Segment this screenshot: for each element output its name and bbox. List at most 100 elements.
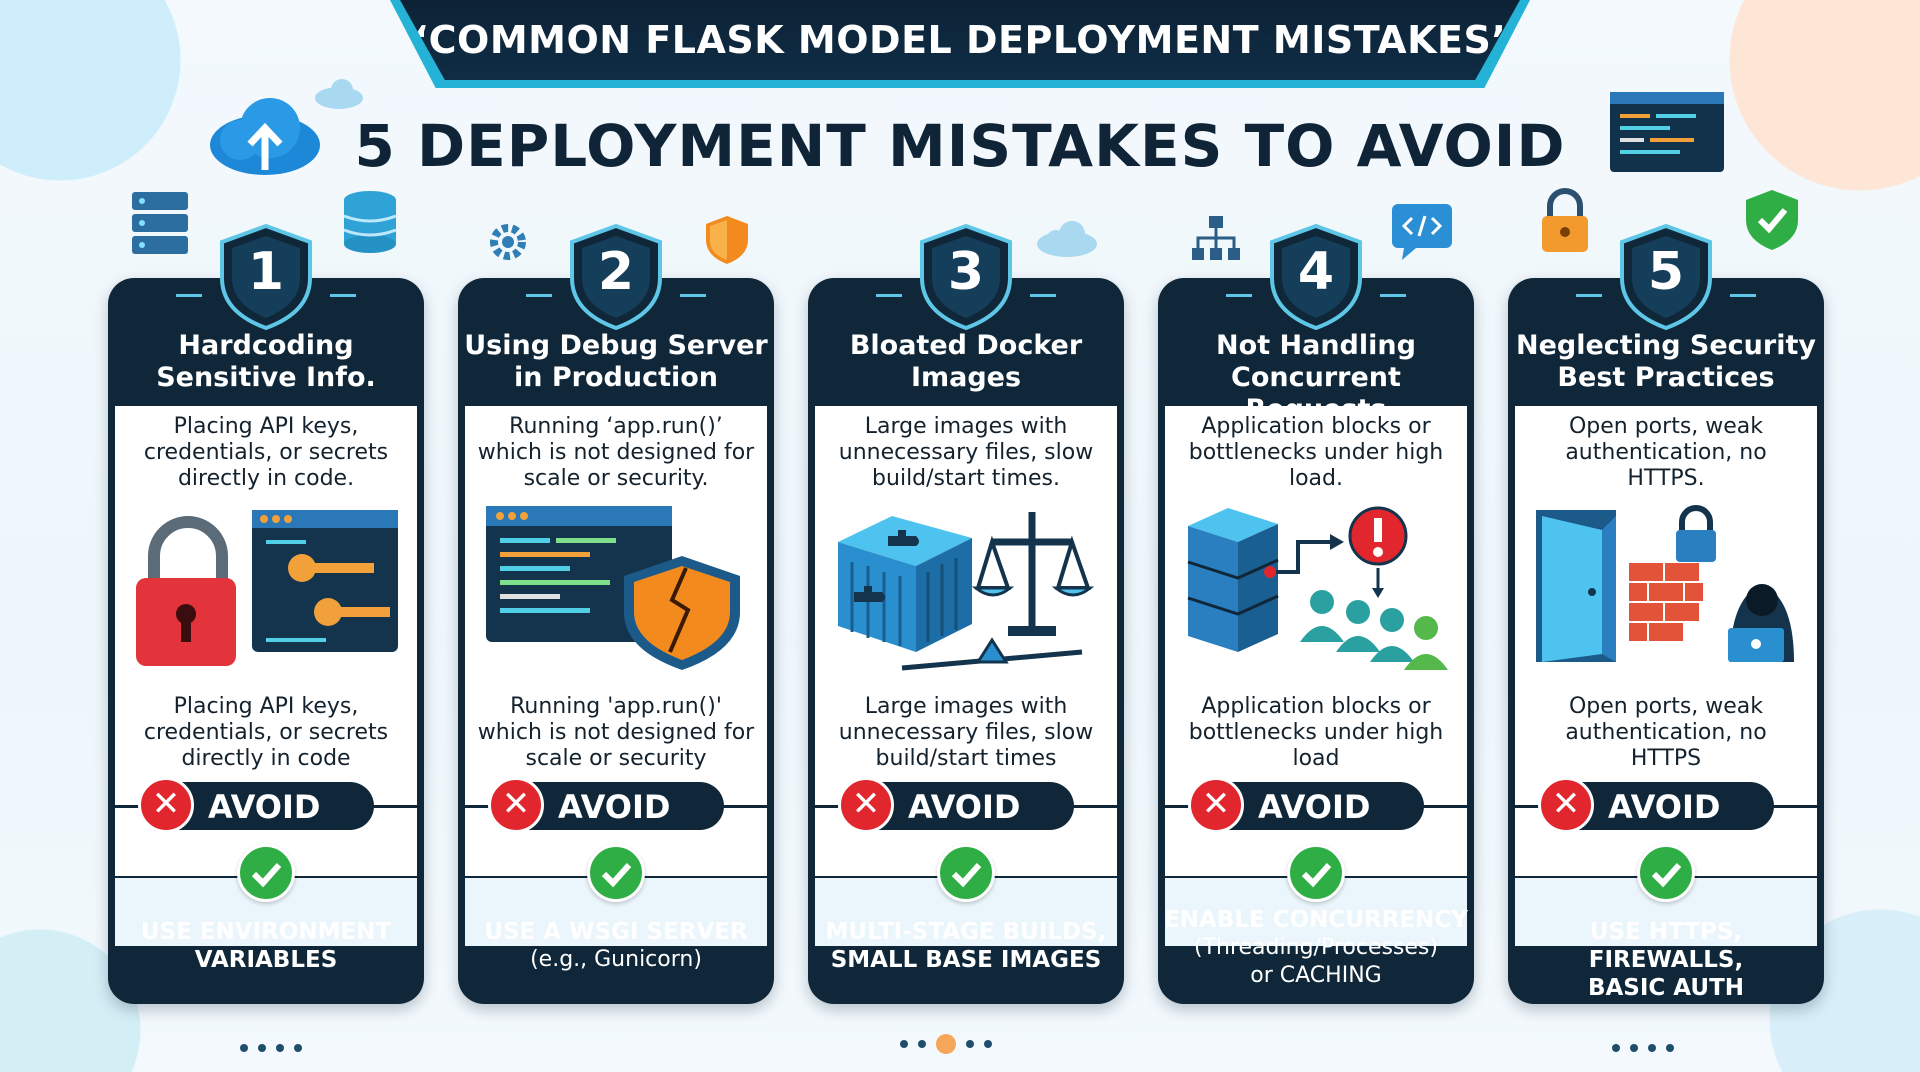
padlock-small-icon <box>1542 188 1588 252</box>
description-line: credentials, or secrets <box>143 720 389 745</box>
cloud-icon <box>315 79 363 109</box>
main-title: 5 DEPLOYMENT MISTAKES TO AVOID <box>354 112 1566 180</box>
card-number: 1 <box>247 242 285 302</box>
database-icon <box>343 191 397 253</box>
avoid-label: AVOID <box>558 788 671 826</box>
badge-dash <box>1380 294 1406 297</box>
terminal-window-icon <box>1610 92 1724 172</box>
problem-description: Running ‘app.run()’which is not designed… <box>476 414 756 492</box>
number-badge: 5 <box>1618 222 1714 332</box>
description-line: Application blocks or <box>1201 414 1431 439</box>
card-title-line: Hardcoding <box>178 330 354 361</box>
card-title-line: Best Practices <box>1557 362 1775 393</box>
solution-sub-line: (e.g., Gunicorn) <box>530 947 702 972</box>
solution-text: USE A WSGI SERVER (e.g., Gunicorn) <box>464 918 768 974</box>
solution-main-line: VARIABLES <box>194 947 338 973</box>
number-badge: 1 <box>218 222 314 332</box>
avoid-label: AVOID <box>1258 788 1371 826</box>
gear-icon <box>490 224 526 260</box>
check-circle-icon <box>1637 844 1695 902</box>
description-line: directly in code <box>181 746 351 771</box>
solution-main-line: USE A WSGI SERVER <box>484 919 748 945</box>
card-number: 5 <box>1647 242 1685 302</box>
problem-description-repeat: Placing API keys,credentials, or secrets… <box>126 694 406 772</box>
badge-shield-icon <box>1270 223 1362 331</box>
card-title-line: Using Debug Server <box>464 330 768 361</box>
number-badge: 4 <box>1268 222 1364 332</box>
solution-main-line: USE HTTPS, FIREWALLS, <box>1588 919 1744 973</box>
description-line: unnecessary files, slow <box>838 720 1094 745</box>
card-number: 3 <box>947 242 985 302</box>
description-line: directly in code. <box>177 466 355 491</box>
check-circle-icon <box>237 844 295 902</box>
description-line: which is not designed for <box>477 720 755 745</box>
description-line: bottlenecks under high <box>1188 440 1444 465</box>
description-line: load. <box>1288 466 1343 491</box>
x-circle-icon: ✕ <box>838 777 894 833</box>
server-queue-alert-icon <box>1182 502 1452 672</box>
avoid-pill: ✕ AVOID <box>138 777 374 833</box>
card-title-line: Neglecting Security <box>1516 330 1816 361</box>
solution-main-line: MULTI-STAGE BUILDS, <box>825 919 1107 945</box>
card-number: 2 <box>597 242 635 302</box>
cloud-upload-icon <box>210 98 320 175</box>
sitemap-icon <box>1192 216 1240 260</box>
card-title-line: Bloated Docker <box>849 330 1083 361</box>
description-line: Large images with <box>864 414 1068 439</box>
description-line: build/start times. <box>872 466 1060 491</box>
description-line: authentication, no <box>1565 720 1767 745</box>
card-title-line: Not Handling <box>1216 330 1416 361</box>
badge-dash <box>1030 294 1056 297</box>
x-circle-icon: ✕ <box>488 777 544 833</box>
footer-dots <box>900 1034 992 1054</box>
shield-small-icon <box>706 216 748 264</box>
avoid-label: AVOID <box>208 788 321 826</box>
avoid-pill: ✕ AVOID <box>1538 777 1774 833</box>
docker-container-scale-icon <box>832 502 1102 672</box>
solution-main-line: SMALL BASE IMAGES <box>830 947 1102 973</box>
footer-dots-right <box>1612 1044 1674 1052</box>
description-line: Open ports, weak <box>1568 414 1764 439</box>
description-line: authentication, no HTTPS. <box>1565 440 1767 491</box>
description-line: scale or security <box>525 746 707 771</box>
card-title-line: in Production <box>513 362 719 393</box>
description-line: Placing API keys, <box>173 414 359 439</box>
card-title-line: Sensitive Info. <box>156 362 376 393</box>
description-line: Running ‘app.run()’ <box>509 414 723 439</box>
badge-dash <box>526 294 552 297</box>
description-line: build/start times <box>875 746 1057 771</box>
description-line: which is not designed for <box>477 440 755 465</box>
description-line: Running 'app.run()' <box>510 694 722 719</box>
code-bubble-icon <box>1392 204 1452 260</box>
x-circle-icon: ✕ <box>1188 777 1244 833</box>
padlock-and-keys-icon <box>132 502 402 672</box>
badge-dash <box>680 294 706 297</box>
avoid-label: AVOID <box>908 788 1021 826</box>
avoid-label: AVOID <box>1608 788 1721 826</box>
badge-shield-icon <box>220 223 312 331</box>
card-number: 4 <box>1297 242 1335 302</box>
avoid-pill: ✕ AVOID <box>488 777 724 833</box>
number-badge: 2 <box>568 222 664 332</box>
number-badge: 3 <box>918 222 1014 332</box>
card-title-line: Concurrent Requests <box>1231 362 1401 425</box>
solution-sub-line: or CACHING <box>1250 963 1382 988</box>
badge-shield-icon <box>570 223 662 331</box>
code-window-cracked-shield-icon <box>482 502 752 672</box>
description-line: credentials, or secrets <box>143 440 389 465</box>
check-circle-icon <box>587 844 645 902</box>
badge-dash <box>1730 294 1756 297</box>
description-line: Large images with <box>864 694 1068 719</box>
avoid-pill: ✕ AVOID <box>838 777 1074 833</box>
solution-sub-line: (Threading/Processes) <box>1194 935 1438 960</box>
